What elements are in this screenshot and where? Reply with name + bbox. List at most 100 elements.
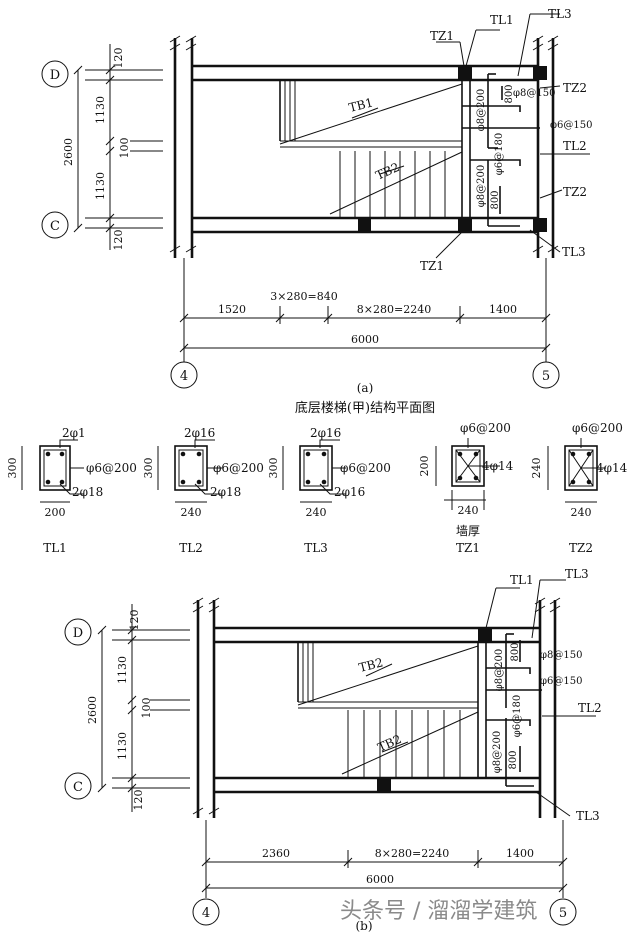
- plan-a-label-tl3-top: TL3: [548, 7, 572, 21]
- plan-a-dim-800-bot: 800: [490, 190, 501, 209]
- plan-a-label-tz2-top: TZ2: [563, 81, 587, 95]
- tl3-width: 240: [306, 506, 327, 519]
- plan-b-dim-2240: 8×280=2240: [375, 847, 449, 860]
- plan-a-dim-2240: 8×280=2240: [357, 303, 431, 316]
- plan-b-dim-1130-top: 1130: [116, 656, 129, 684]
- plan-a-rebar: [462, 73, 540, 227]
- tz1-width: 240: [458, 504, 479, 517]
- plan-a-axis-4-label: 4: [180, 369, 188, 384]
- plan-b-label-tl2: TL2: [578, 701, 602, 715]
- plan-b-label-tl1: TL1: [510, 573, 534, 587]
- section-tz2: φ6@200 4φ14 240 240 TZ2: [530, 421, 628, 555]
- plan-a-label-tz1-bot: TZ1: [420, 259, 444, 273]
- tz2-stirrup: φ6@200: [572, 421, 623, 435]
- plan-b-axis-c: [64, 772, 92, 800]
- section-tl2: 2φ16 φ6@200 2φ18 300 240 TL2: [142, 426, 264, 555]
- tl3-top-bars: 2φ16: [310, 426, 341, 440]
- tl1-name: TL1: [43, 541, 67, 555]
- plan-b-axis-4: [192, 898, 220, 926]
- plan-b-rebar-p8-150: φ8@150: [540, 650, 582, 661]
- plan-b-dim-2360: 2360: [262, 847, 290, 860]
- plan-a-dim-1400: 1400: [489, 303, 517, 316]
- plan-b-dim-1130-bot: 1130: [116, 732, 129, 760]
- plan-a-label-tb2: TB2: [374, 160, 402, 183]
- tl2-bottom-bars: 2φ18: [210, 485, 241, 499]
- plan-b-column-bot: [377, 778, 391, 792]
- plan-b-rebar-p6-180: φ6@180: [512, 695, 523, 737]
- section-tl1: 2φ1 φ6@200 2φ18 300 200 TL1: [6, 426, 137, 555]
- plan-b-label-tl3-bot: TL3: [576, 809, 600, 823]
- tl1-stirrup: φ6@200: [86, 461, 137, 475]
- plan-b-axis-5: [549, 898, 577, 926]
- plan-b-rebar-p6-150: φ6@150: [540, 676, 582, 687]
- plan-b-dim-6000: 6000: [366, 873, 394, 886]
- tl2-name: TL2: [179, 541, 203, 555]
- tl3-name: TL3: [304, 541, 328, 555]
- plan-a-dim-total: 2600: [62, 138, 75, 166]
- plan-a-dim-800-top: 800: [504, 84, 515, 103]
- tz1-bars: 4φ14: [482, 459, 514, 473]
- tl2-width: 240: [181, 506, 202, 519]
- plan-a-dim-6000: 6000: [351, 333, 379, 346]
- plan-a-dim-120-bot: 120: [112, 230, 125, 251]
- plan-a-rebar-p6-180: φ6@180: [494, 133, 505, 175]
- tz1-stirrup: φ6@200: [460, 421, 511, 435]
- tz2-height: 240: [530, 458, 543, 479]
- plan-a-rebar-p8-200-bot: φ8@200: [476, 165, 487, 207]
- plan-b-axis-d-label: D: [73, 626, 83, 641]
- plan-a-flight-tb1: [279, 80, 463, 148]
- plan-b-caption: (b): [355, 919, 372, 933]
- plan-a-left-dims: 2600 120 1130 100 1130 120: [62, 44, 131, 251]
- plan-a-dim-1130-bot: 1130: [94, 172, 107, 200]
- plan-a-axis-c-label: C: [50, 219, 60, 234]
- plan-a-rebar-p6-150: φ6@150: [550, 120, 592, 131]
- plan-a-tz1-bot: [458, 218, 472, 232]
- plan-a-tz2-bot: [533, 218, 547, 232]
- plan-b-dim-800-top: 800: [510, 642, 521, 661]
- plan-a-label-tb1: TB1: [347, 95, 374, 115]
- plan-b-dim-total: 2600: [86, 696, 99, 724]
- tl1-bottom-bars: 2φ18: [72, 485, 103, 499]
- plan-a-dim-840: 3×280=840: [270, 290, 337, 303]
- plan-a-dim-100: 100: [118, 138, 131, 159]
- tz2-name: TZ2: [569, 541, 593, 555]
- plan-a-axis-5-label: 5: [542, 369, 550, 384]
- plan-a-dim-1520: 1520: [218, 303, 246, 316]
- plan-a-left-wall: [169, 35, 197, 258]
- tl3-height: 300: [267, 458, 280, 479]
- tl3-bottom-bars: 2φ16: [334, 485, 365, 499]
- tl1-height: 300: [6, 458, 19, 479]
- plan-b-dim-120-top: 120: [128, 610, 141, 631]
- plan-b-dim-1400: 1400: [506, 847, 534, 860]
- watermark: 头条号 / 溜溜学建筑: [340, 899, 537, 924]
- plan-b-flight-bot: [341, 710, 479, 778]
- plan-b-axis-d: [64, 618, 92, 646]
- plan-a-label-tl3-bot: TL3: [562, 245, 586, 259]
- plan-a-rebar-p8-150: φ8@150: [513, 88, 555, 99]
- plan-a-dim-120-top: 120: [112, 48, 125, 69]
- plan-a-axis-d-label: D: [50, 68, 60, 83]
- plan-b-rebar-p8-200-bot: φ8@200: [492, 731, 503, 773]
- plan-a-bottom-dims: 1520 3×280=840 8×280=2240 1400 6000: [179, 282, 551, 360]
- plan-b-axis-5-label: 5: [559, 906, 567, 921]
- tz2-bars: 4φ14: [596, 461, 628, 475]
- plan-a-label-tl1: TL1: [490, 13, 514, 27]
- plan-a-axis-4: [170, 361, 198, 389]
- tl1-width: 200: [45, 506, 66, 519]
- tz1-height: 200: [418, 456, 431, 477]
- beam-sections: 2φ1 φ6@200 2φ18 300 200 TL1 2φ16 φ6@200 …: [6, 421, 628, 555]
- plan-b-rebar-p8-200-top: φ8@200: [494, 649, 505, 691]
- plan-a-rebar-p8-200-top: φ8@200: [476, 89, 487, 131]
- plan-b-column-top: [478, 628, 492, 642]
- plan-a-axis-d: [41, 60, 69, 88]
- plan-b-bottom-dims: 2360 8×280=2240 1400 6000: [201, 820, 568, 898]
- plan-a-column-mid: [358, 218, 371, 232]
- plan-a-flight-tb2: [329, 151, 463, 218]
- tz2-width: 240: [571, 506, 592, 519]
- plan-b-dim-100: 100: [140, 698, 153, 719]
- tl2-height: 300: [142, 458, 155, 479]
- plan-b: 2600 120 1130 100 1130 120 D C 2360 8×28…: [64, 567, 602, 933]
- plan-b-flight-top: [297, 642, 479, 709]
- tz1-note: 墙厚: [456, 524, 480, 538]
- tl3-stirrup: φ6@200: [340, 461, 391, 475]
